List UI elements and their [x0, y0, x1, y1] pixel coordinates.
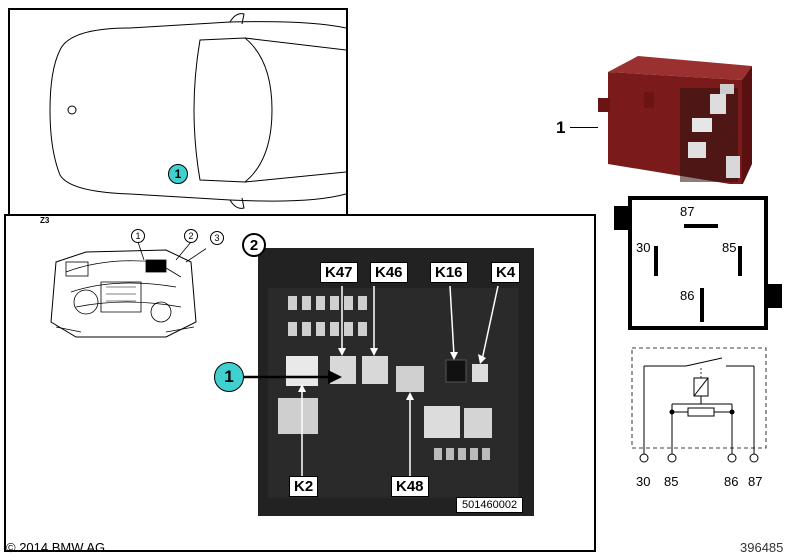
relay-part-number: 1 — [556, 118, 566, 137]
relay-schematic — [631, 347, 767, 463]
relay-label-k4: K4 — [491, 262, 521, 283]
pin-bar-30 — [654, 246, 658, 276]
relay-label-k46: K46 — [370, 262, 408, 283]
schematic-terminal-87: 87 — [748, 474, 763, 489]
relay-label-k2: K2 — [289, 476, 319, 497]
relay-label-k48: K48 — [391, 476, 429, 497]
engine-bay-callout-2: 2 — [184, 229, 198, 243]
relay-component-image — [598, 56, 752, 184]
pin-label-86: 86 — [680, 288, 695, 303]
relay-label-k16: K16 — [430, 262, 468, 283]
diagram-id: 396485 — [740, 540, 784, 555]
schematic-terminal-85: 85 — [664, 474, 679, 489]
engine-bay-callout-3: 3 — [210, 231, 224, 245]
schematic-terminal-30: 30 — [636, 474, 651, 489]
copyright-text: © 2014 BMW AG — [6, 540, 106, 555]
engine-bay-sketch — [50, 241, 206, 338]
relay-label-k47: K47 — [320, 262, 358, 283]
top-view-marker: 1 — [168, 164, 188, 184]
pin-label-30: 30 — [636, 240, 651, 255]
pin-label-85: 85 — [722, 240, 737, 255]
pin-bar-86 — [700, 288, 704, 322]
engine-bay-callout-1: 1 — [131, 229, 145, 243]
pin-bar-87 — [684, 224, 718, 228]
location-arrow — [244, 370, 342, 384]
schematic-terminal-86: 86 — [724, 474, 739, 489]
relay-box-photo — [258, 248, 534, 516]
top-view-panel: 1 — [8, 8, 348, 216]
pin-bar-85 — [738, 246, 742, 276]
zone-label: Z3 — [40, 216, 50, 225]
photo-location-marker: 1 — [214, 362, 244, 392]
pin-diagram-tab-right — [768, 284, 782, 308]
car-outline — [49, 13, 346, 209]
relay-part-leader — [570, 127, 598, 128]
pin-diagram-tab-left — [614, 206, 628, 230]
photo-image-code: 501460002 — [456, 497, 524, 513]
pin-diagram: 87 30 85 86 — [628, 196, 768, 330]
photo-panel-number: 2 — [242, 233, 266, 257]
pin-label-87: 87 — [680, 204, 695, 219]
